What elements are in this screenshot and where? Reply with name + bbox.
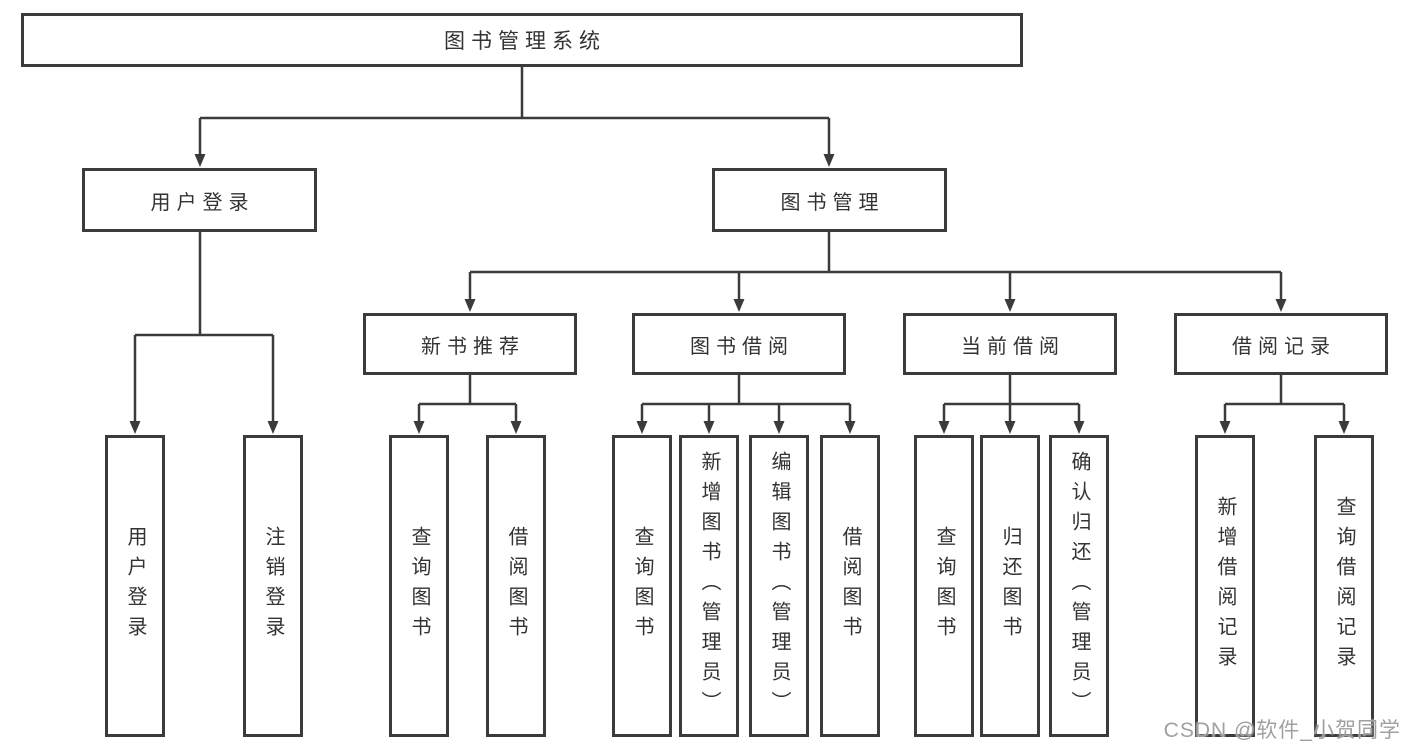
leaf-label: 新增图书（管理员） xyxy=(698,451,720,721)
leaf-label: 查询图书 xyxy=(631,526,653,646)
leaf-user-login: 用户登录 xyxy=(105,435,165,737)
leaf-logout: 注销登录 xyxy=(243,435,303,737)
arrowhead xyxy=(464,299,476,312)
arrowhead xyxy=(823,154,835,167)
arrowhead xyxy=(773,421,785,434)
node-label: 用户登录 xyxy=(150,191,255,214)
node-label: 图书管理 xyxy=(780,191,885,214)
arrowhead xyxy=(1275,299,1287,312)
leaf-borrow-books: 借阅图书 xyxy=(820,435,880,737)
arrowhead xyxy=(844,421,856,434)
arrowhead xyxy=(938,421,950,434)
arrowhead xyxy=(510,421,522,434)
leaf-borrow-books-recommend: 借阅图书 xyxy=(486,435,546,737)
leaf-query-borrow-record: 查询借阅记录 xyxy=(1314,435,1374,737)
leaf-label: 确认归还（管理员） xyxy=(1068,451,1090,721)
leaf-label: 归还图书 xyxy=(999,526,1021,646)
node-label: 借阅记录 xyxy=(1232,335,1336,358)
node-label: 图书借阅 xyxy=(690,335,794,358)
arrowhead xyxy=(703,421,715,434)
node-library-management-system: 图书管理系统 xyxy=(21,13,1023,67)
arrowhead xyxy=(733,299,745,312)
arrowhead xyxy=(194,154,206,167)
leaf-return-books: 归还图书 xyxy=(980,435,1040,737)
leaf-query-books-recommend: 查询图书 xyxy=(389,435,449,737)
arrowhead xyxy=(413,421,425,434)
arrowhead xyxy=(1219,421,1231,434)
leaf-label: 借阅图书 xyxy=(839,526,861,646)
leaf-label: 注销登录 xyxy=(262,526,284,646)
node-new-book-recommend: 新书推荐 xyxy=(363,313,577,375)
node-label: 图书管理系统 xyxy=(444,30,606,53)
leaf-confirm-return-admin: 确认归还（管理员） xyxy=(1049,435,1109,737)
arrowhead xyxy=(129,421,141,434)
leaf-label: 查询图书 xyxy=(408,526,430,646)
node-user-login: 用户登录 xyxy=(82,168,317,232)
leaf-label: 查询借阅记录 xyxy=(1333,496,1355,676)
leaf-label: 新增借阅记录 xyxy=(1214,496,1236,676)
node-borrow-records: 借阅记录 xyxy=(1174,313,1388,375)
arrowhead xyxy=(636,421,648,434)
watermark-text: CSDN @软件_小贺同学 xyxy=(1163,719,1401,742)
node-book-borrow: 图书借阅 xyxy=(632,313,846,375)
leaf-add-borrow-record: 新增借阅记录 xyxy=(1195,435,1255,737)
arrowhead xyxy=(1004,299,1016,312)
node-current-borrow: 当前借阅 xyxy=(903,313,1117,375)
leaf-label: 查询图书 xyxy=(933,526,955,646)
arrowhead xyxy=(1338,421,1350,434)
arrowhead xyxy=(1004,421,1016,434)
arrowhead xyxy=(1073,421,1085,434)
leaf-label: 借阅图书 xyxy=(505,526,527,646)
leaf-edit-books-admin: 编辑图书（管理员） xyxy=(749,435,809,737)
arrowhead xyxy=(267,421,279,434)
leaf-label: 用户登录 xyxy=(124,526,146,646)
leaf-label: 编辑图书（管理员） xyxy=(768,451,790,721)
node-book-management: 图书管理 xyxy=(712,168,947,232)
leaf-add-books-admin: 新增图书（管理员） xyxy=(679,435,739,737)
node-label: 新书推荐 xyxy=(421,335,525,358)
leaf-query-books-current: 查询图书 xyxy=(914,435,974,737)
node-label: 当前借阅 xyxy=(961,335,1065,358)
leaf-query-books-borrow: 查询图书 xyxy=(612,435,672,737)
